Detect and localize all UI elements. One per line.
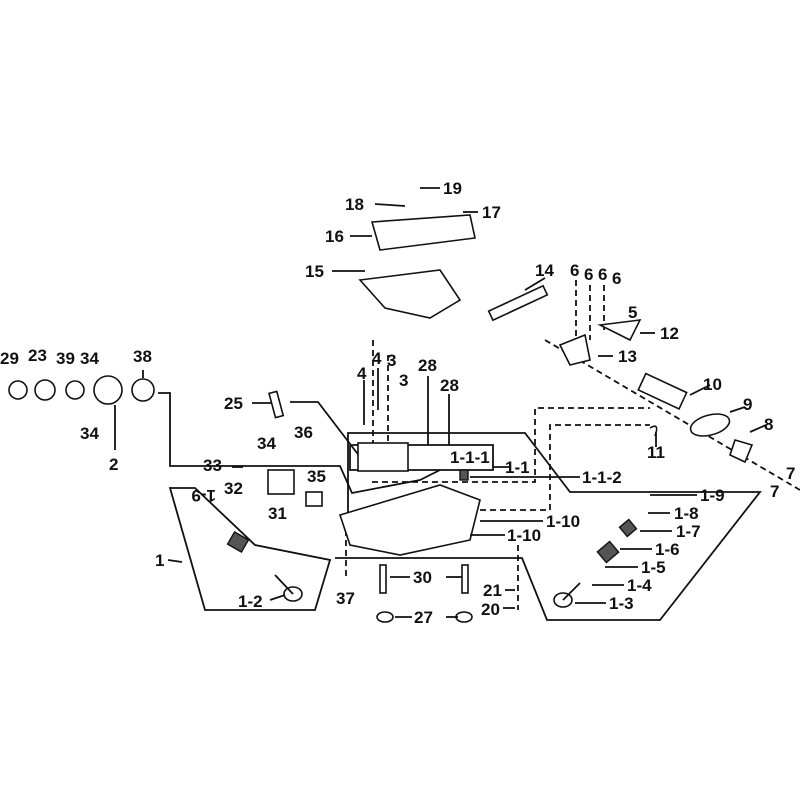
callout: 15 — [305, 262, 324, 281]
stud-30a — [379, 564, 387, 594]
callout: 7 — [770, 482, 779, 501]
head-frame — [335, 432, 762, 621]
spring-23 — [34, 379, 56, 401]
callout: 6 — [584, 265, 593, 284]
callout: 1-10 — [546, 512, 580, 531]
rocker-arm-12 — [597, 319, 642, 342]
callout-inverted: 1-9 — [191, 486, 216, 505]
camholder-frame — [349, 444, 494, 471]
callout: 11 — [647, 443, 665, 462]
washer-27b — [455, 611, 473, 623]
callout: 1-9 — [700, 486, 725, 505]
callout: 28 — [440, 376, 459, 395]
callout: 25 — [224, 394, 243, 413]
callout: 1-2 — [238, 592, 263, 611]
outlet-leader — [158, 392, 441, 495]
callout: 18 — [345, 195, 364, 214]
cam-holder — [357, 442, 409, 472]
callout: 35 — [307, 467, 326, 486]
callout: 3 — [399, 371, 408, 390]
callout: 4 — [357, 364, 367, 383]
callout: 13 — [618, 347, 637, 366]
leader-lines — [114, 187, 767, 618]
exhaust-valve-stem — [562, 582, 581, 601]
rocker-shaft — [487, 284, 549, 322]
callout: 1-3 — [609, 594, 634, 613]
callout: 6 — [570, 261, 579, 280]
callout: 10 — [703, 375, 722, 394]
clamp-29 — [8, 380, 28, 400]
callout: 4 — [372, 349, 382, 368]
callout: 34 — [257, 434, 276, 453]
callout: 2 — [109, 455, 118, 474]
callout: 1-5 — [641, 558, 666, 577]
spring-seat-1-7 — [618, 518, 638, 538]
callout: 8 — [764, 415, 773, 434]
callout: 14 — [535, 261, 554, 280]
callout: 37 — [336, 589, 355, 608]
callout: 1 — [155, 551, 164, 570]
callout: 1-10 — [507, 526, 541, 545]
callout: 32 — [224, 479, 243, 498]
callout: 17 — [482, 203, 501, 222]
callout: 6 — [612, 269, 621, 288]
callout: 1-4 — [627, 576, 652, 595]
clamp-39 — [65, 380, 85, 400]
callout: 23 — [28, 346, 47, 365]
intake-pipe-2 — [93, 375, 123, 405]
part-35 — [305, 491, 323, 507]
callout: 1-7 — [676, 522, 701, 541]
valve-spring-right — [596, 540, 620, 564]
callout: 16 — [325, 227, 344, 246]
callout: 3 — [387, 351, 396, 370]
spark-plug-leader — [290, 401, 371, 471]
callout: 34 — [80, 424, 99, 443]
callout: 12 — [660, 324, 679, 343]
camshaft — [637, 372, 688, 410]
cam-sprocket — [689, 413, 731, 437]
callout: 34 — [80, 349, 99, 368]
callout: 19 — [443, 179, 462, 198]
callout: 20 — [481, 600, 500, 619]
cylinder-head-cover — [370, 214, 476, 251]
cover-gasket — [358, 269, 462, 319]
o-ring-38 — [131, 378, 155, 402]
callout: 1-1-1 — [450, 448, 490, 467]
callout: 7 — [786, 464, 795, 483]
callout: 6 — [598, 265, 607, 284]
callout: 1-6 — [655, 540, 680, 559]
washer-27a — [376, 611, 394, 623]
callout: 1-1 — [505, 458, 530, 477]
callout: 30 — [413, 568, 432, 587]
callout: 1-8 — [674, 504, 699, 523]
callout: 27 — [414, 608, 433, 627]
valve-spring-left — [226, 530, 250, 554]
callout: 1-1-2 — [582, 468, 622, 487]
dash-line-1 — [372, 407, 650, 483]
callout: 21 — [483, 581, 502, 600]
callout: 38 — [133, 347, 152, 366]
valve-stem — [274, 574, 294, 595]
callout: 33 — [203, 456, 222, 475]
stud-30b — [461, 564, 469, 594]
sprocket-plate — [729, 439, 754, 464]
cylinder-head — [338, 484, 481, 556]
rocker-arm-13 — [558, 333, 591, 366]
intake-valve-frame — [168, 487, 332, 611]
thermostat-31 — [267, 469, 295, 495]
callout: 5 — [628, 303, 637, 322]
callout: 9 — [743, 395, 752, 414]
callout: 29 — [0, 349, 19, 368]
part-1-1-1 — [459, 469, 469, 481]
callout: 39 — [56, 349, 75, 368]
callout: 28 — [418, 356, 437, 375]
callout: 31 — [268, 504, 287, 523]
spark-plug — [268, 390, 285, 419]
callout: 36 — [294, 423, 313, 442]
